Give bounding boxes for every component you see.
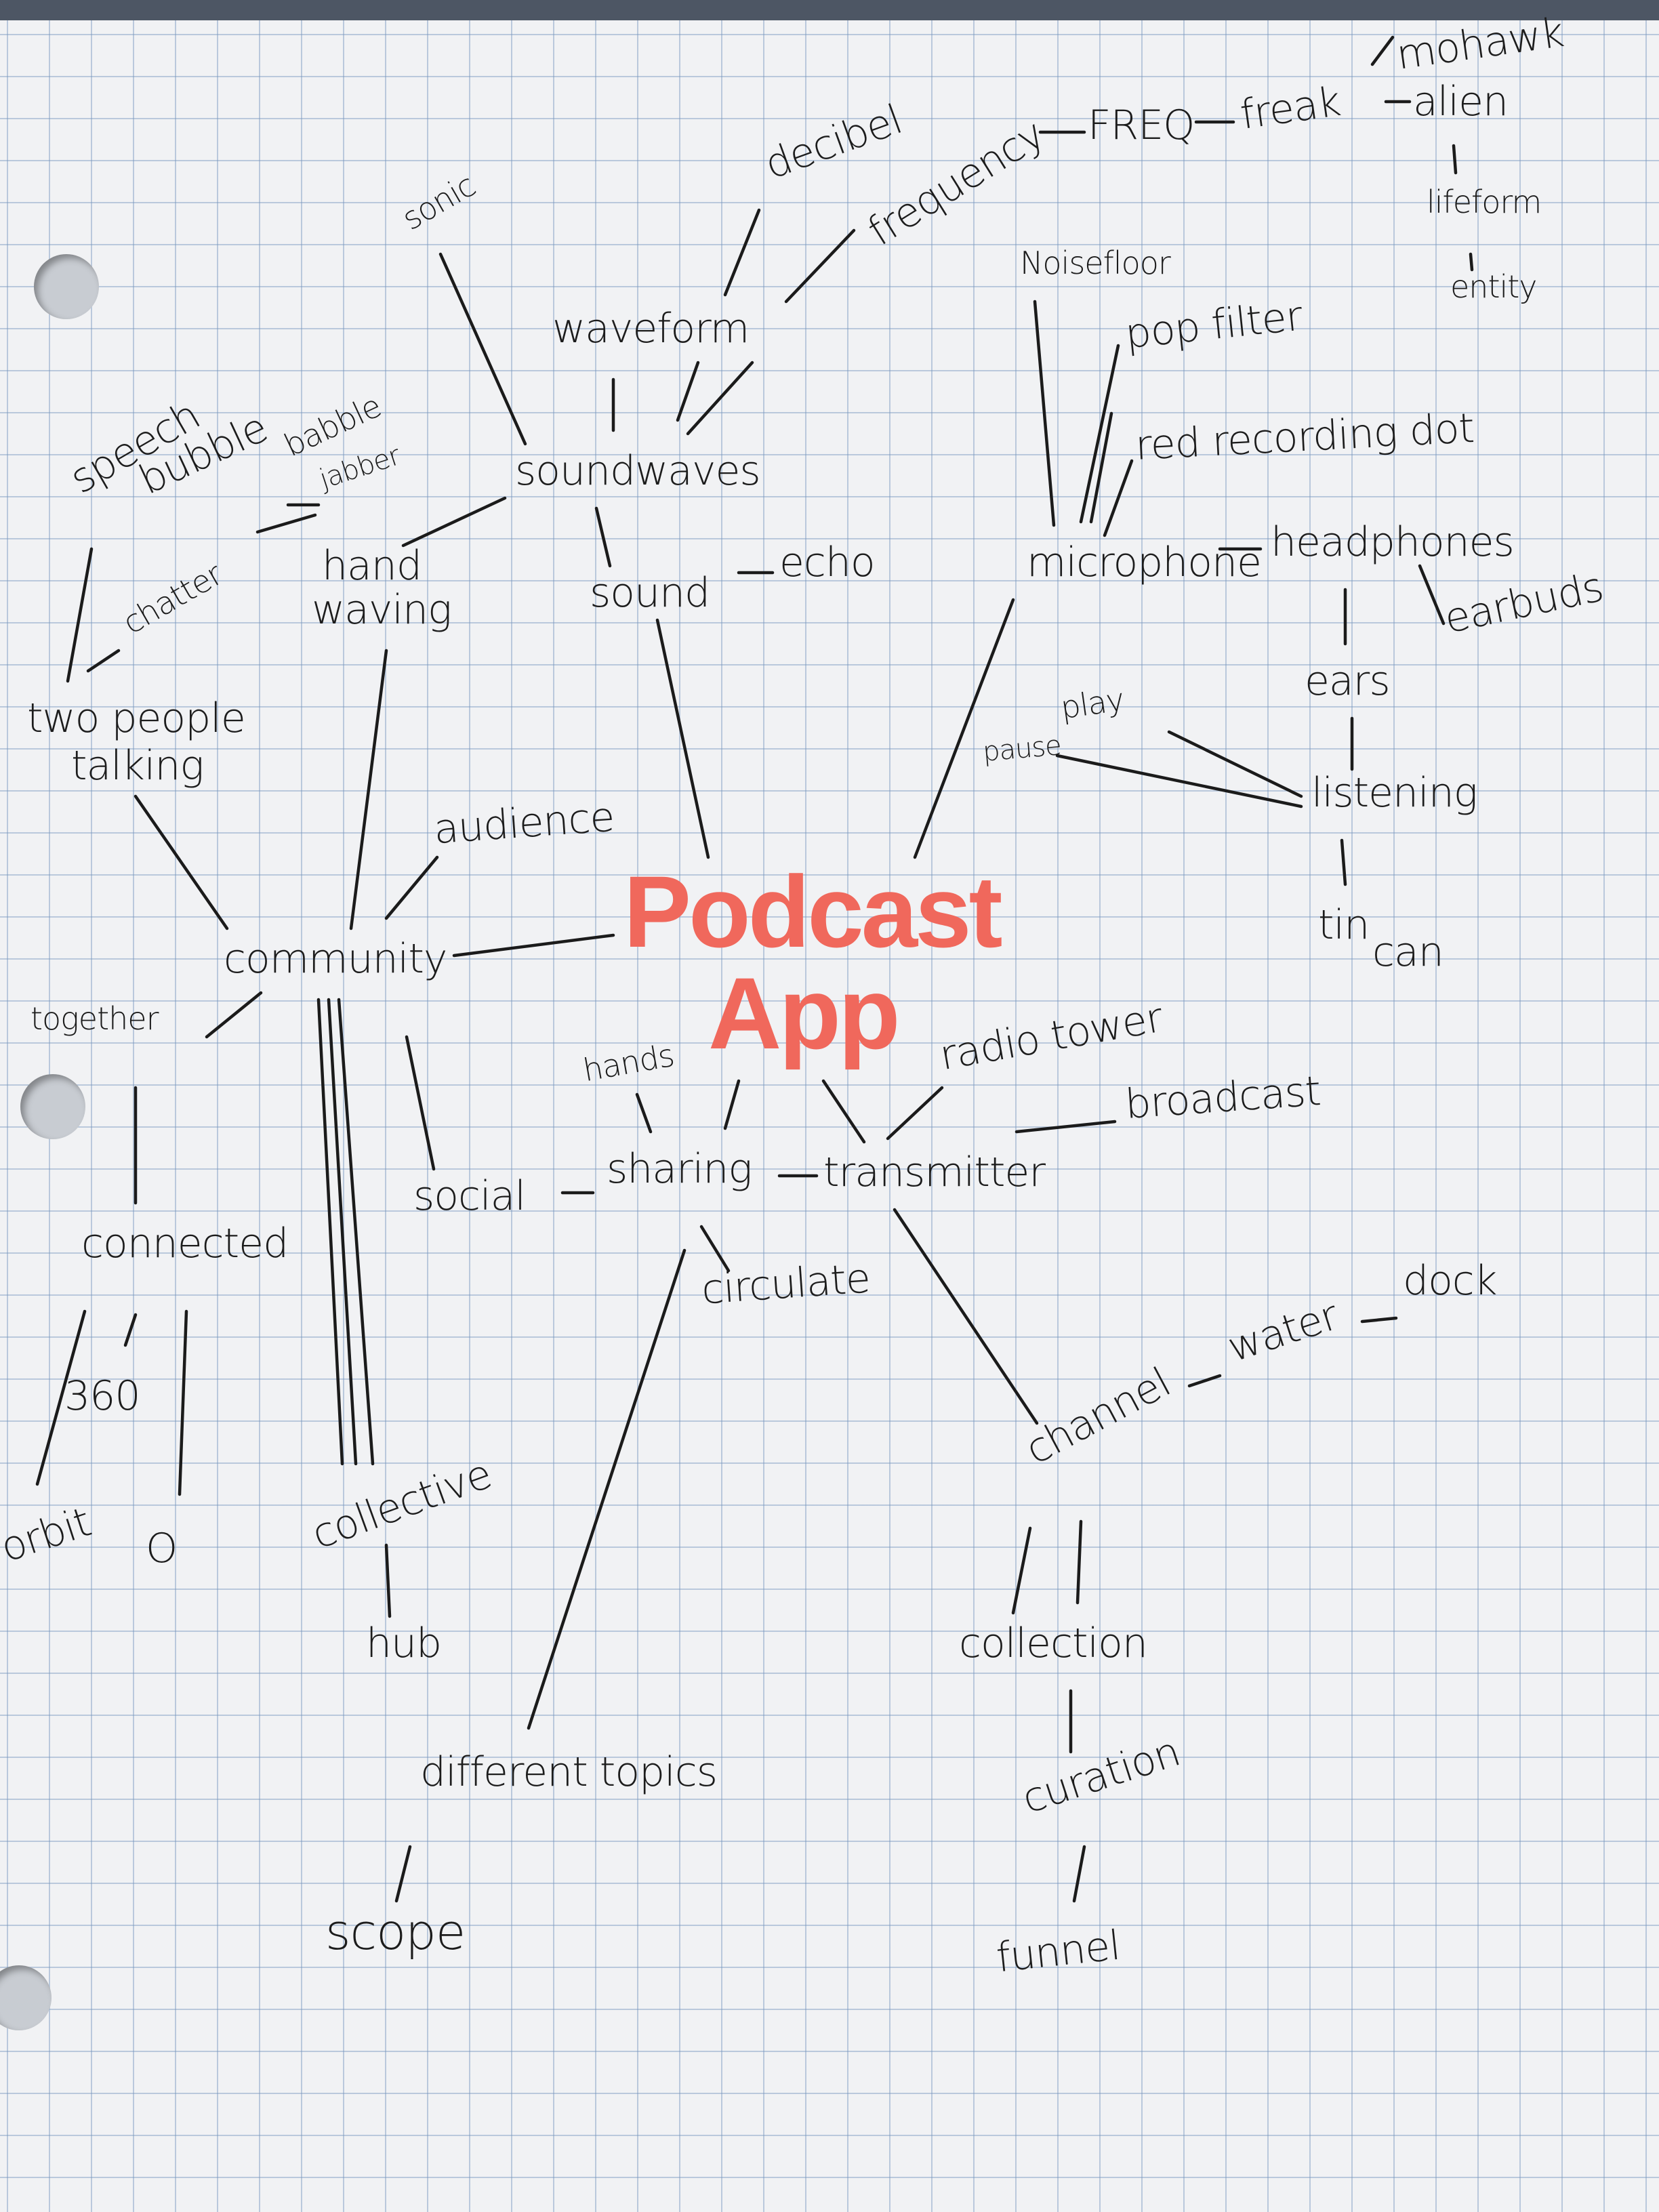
link-microphone-hub [913, 598, 1015, 859]
link-collective-hub [384, 1543, 392, 1618]
link-hub-transmitter [821, 1079, 866, 1144]
link-channel-water [1187, 1374, 1222, 1388]
word-connected: connected [81, 1220, 289, 1267]
link-soundwaves-hand [401, 496, 507, 548]
link-noisefloor-microphone [1033, 300, 1056, 527]
central-topic-podcast: Podcast [623, 855, 1003, 968]
word-pause: pause [981, 730, 1063, 768]
link-sharing-hands [635, 1092, 653, 1134]
word-scope: scope [325, 1904, 466, 1961]
word-noisefloor: Noisefloor [1020, 245, 1171, 281]
word-lifeform: lifeform [1427, 184, 1542, 220]
link-community-collective-3 [337, 998, 375, 1466]
link-community-social [405, 1035, 436, 1171]
link-transmitter-radiotower [886, 1086, 944, 1141]
word-ears: ears [1305, 657, 1391, 705]
link-sharing-topics [527, 1248, 687, 1730]
word-community: community [224, 935, 447, 983]
link-community-together [205, 991, 263, 1039]
word-alien: alien [1413, 78, 1509, 125]
link-twopeople-community [134, 794, 229, 930]
link-community-collective-2 [327, 998, 358, 1466]
link-freak-mohawk [1370, 35, 1395, 66]
link-headphones-earbuds [1418, 564, 1446, 626]
word-dock: dock [1403, 1257, 1498, 1305]
link-transmitter-broadcast [1015, 1120, 1117, 1134]
link-connected-zero [178, 1309, 188, 1496]
link-waveform-soundwaves-2 [676, 361, 700, 422]
link-channel-collection [1011, 1526, 1032, 1615]
link-hand-community [349, 649, 388, 930]
binder-hole-bottom [0, 1965, 52, 2030]
grid-paper-sheet [0, 20, 1659, 2212]
word-hand: hand [322, 542, 422, 590]
word-different-topics: different topics [420, 1748, 718, 1796]
word-waving: waving [312, 586, 452, 634]
word-headphones: headphones [1271, 518, 1515, 566]
link-waveform-soundwaves-3 [686, 361, 754, 436]
link-topics-scope [394, 1845, 412, 1903]
link-lifeform-entity [1469, 252, 1474, 272]
link-soundwaves-sound [594, 506, 612, 568]
word-play: play [1058, 680, 1126, 726]
link-curation-funnel [1072, 1845, 1086, 1903]
link-sound-hub [655, 618, 710, 859]
word-two-people: two people [27, 695, 246, 742]
link-community-collective [316, 998, 344, 1466]
word-circulate: circulate [699, 1254, 872, 1314]
link-connected-orbit [35, 1309, 87, 1486]
word-freq: FREQ [1088, 102, 1195, 149]
link-popfilter-microphone-2 [1089, 411, 1113, 524]
link-connected-360 [123, 1313, 138, 1347]
link-listening-tincan [1340, 838, 1347, 886]
link-audience-community [384, 855, 439, 920]
word-microphone: microphone [1027, 539, 1262, 586]
word-can: can [1372, 928, 1444, 976]
word-social: social [413, 1172, 526, 1220]
word-collection: collection [959, 1620, 1148, 1667]
word-echo: echo [779, 539, 876, 586]
binder-hole-top [34, 254, 99, 319]
link-popfilter-microphone [1079, 344, 1120, 524]
word-listening: listening [1311, 769, 1478, 817]
word-360: 360 [64, 1372, 141, 1420]
link-frequency-waveform [784, 228, 856, 304]
link-hub-hands [723, 1079, 741, 1130]
word-sharing: sharing [607, 1145, 752, 1193]
link-chatter-twopeople [86, 649, 121, 673]
link-sonic-soundwaves [438, 252, 527, 446]
word-entity: entity [1450, 268, 1538, 305]
word-soundwaves: soundwaves [515, 447, 761, 495]
word-hub: hub [366, 1620, 442, 1667]
link-speech-twopeople [66, 547, 94, 683]
link-babble-chatter [255, 513, 317, 534]
binder-hole-middle [20, 1074, 85, 1139]
word-waveform: waveform [552, 305, 750, 352]
word-tin: tin [1318, 901, 1370, 949]
link-decibel-waveform [723, 208, 761, 297]
link-sharing-circulate [699, 1225, 731, 1273]
word-funnel: funnel [994, 1921, 1122, 1982]
link-play-listening [1167, 730, 1303, 798]
word-together: together [30, 1000, 159, 1037]
link-community-hub [452, 933, 615, 958]
link-water-dock [1360, 1316, 1398, 1324]
word-sound: sound [590, 569, 710, 617]
link-reddot-microphone [1103, 459, 1134, 537]
word-audience: audience [432, 793, 616, 854]
word-transmitter: transmitter [823, 1149, 1046, 1196]
link-pause-listening [1055, 754, 1303, 808]
link-channel-collection-2 [1076, 1519, 1083, 1605]
central-topic-app: App [708, 956, 901, 1070]
word-zero: O [146, 1525, 178, 1572]
link-transmitter-channel [893, 1208, 1039, 1425]
link-alien-lifeform [1452, 144, 1458, 175]
word-talking: talking [71, 742, 204, 790]
